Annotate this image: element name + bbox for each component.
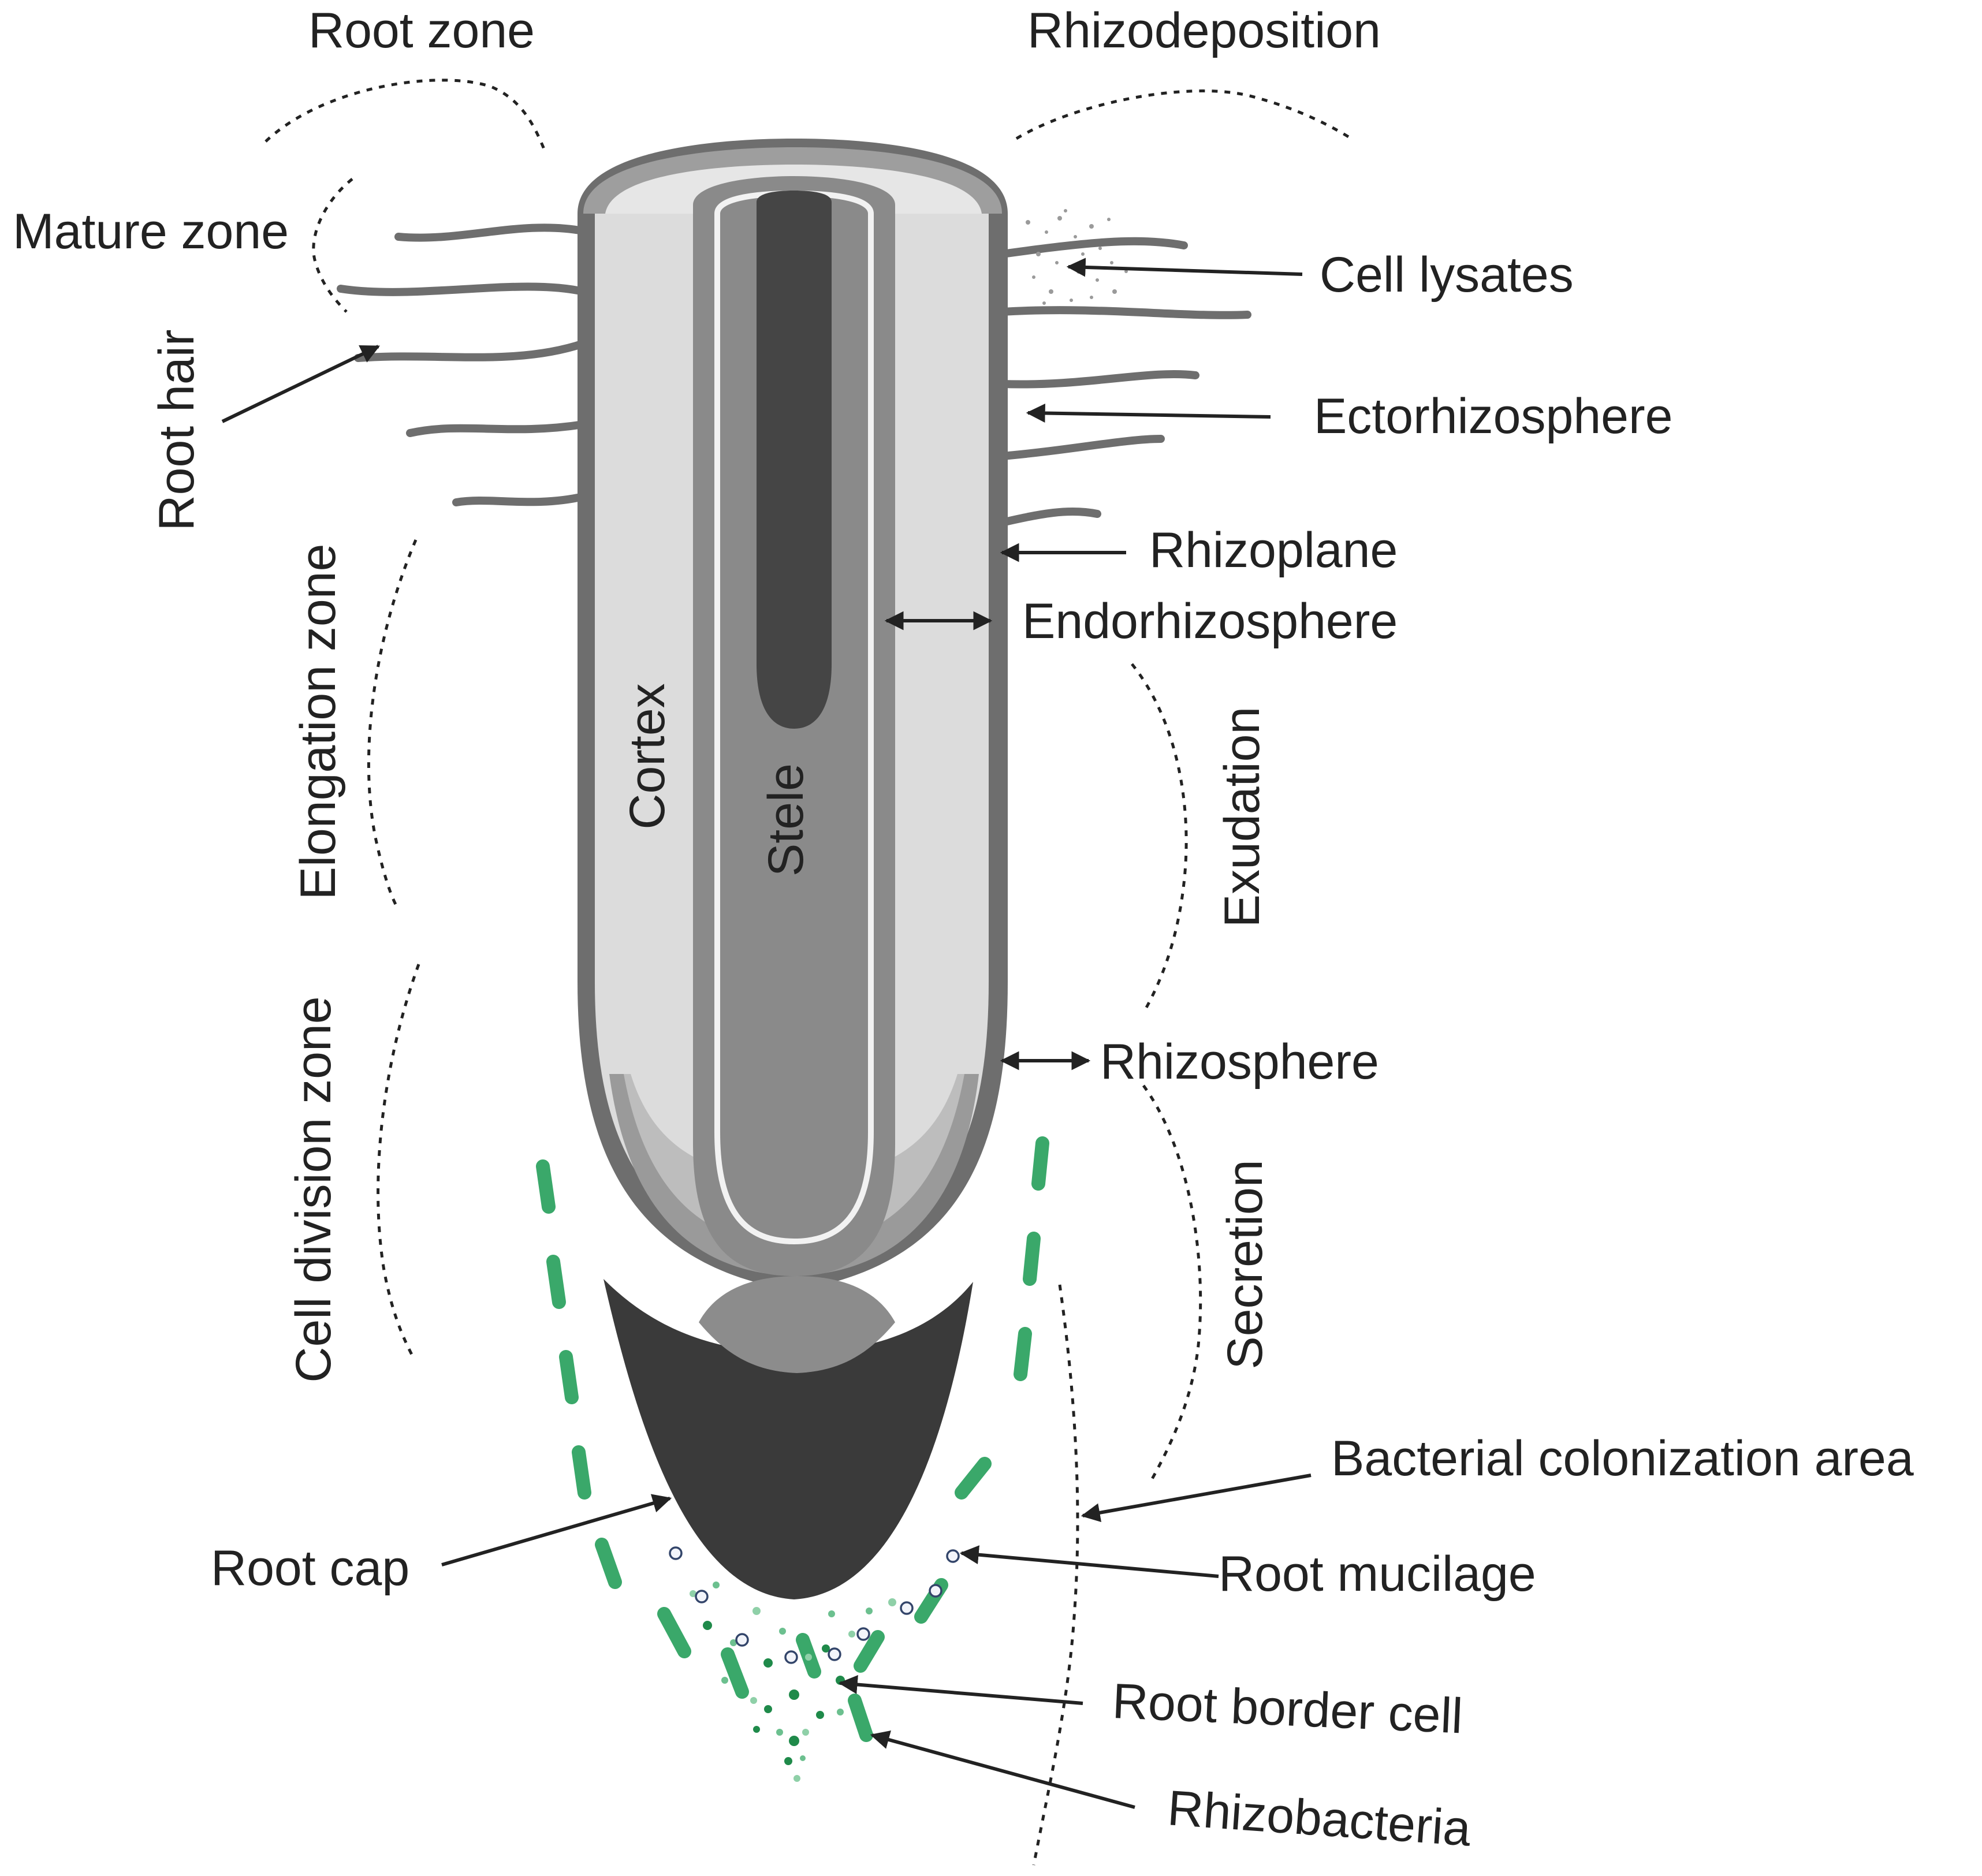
cell-lysates-arrow: [1066, 258, 1303, 277]
bacterial-colonization-area-label: Bacterial colonization area: [1331, 1431, 1914, 1486]
cell-lysates-speckles: [1026, 209, 1128, 305]
root-zone-label: Root zone: [308, 3, 535, 58]
root-hair-arrow: [221, 345, 380, 423]
rhizoplane-label: Rhizoplane: [1149, 523, 1398, 578]
ectorhizosphere-label: Ectorhizosphere: [1314, 389, 1672, 444]
root-mucilage-label: Root mucilage: [1219, 1546, 1536, 1602]
secretion-label: Secretion: [1217, 1159, 1273, 1369]
meristem: [699, 1276, 895, 1373]
cell-division-zone-arc: [377, 964, 420, 1358]
root-border-cells: [690, 1582, 896, 1782]
root-hairs-left: [337, 223, 587, 506]
root-cap-arrow: [441, 1494, 672, 1567]
rhizodeposition-label: Rhizodeposition: [1027, 3, 1381, 58]
rhizobacteria-arrow: [870, 1730, 1135, 1809]
exudation-arc: [1131, 663, 1188, 1009]
elongation-zone-arc: [367, 539, 418, 911]
cortex-label: Cortex: [620, 683, 675, 829]
exudation-label: Exudation: [1214, 707, 1270, 928]
rhizodeposition-arc: [1015, 89, 1353, 140]
root-body: [578, 139, 1008, 1599]
pointer-arrows: [221, 258, 1312, 1809]
root-hair-label: Root hair: [149, 330, 204, 531]
root-cap: [603, 1279, 973, 1599]
rhizobacteria-label: Rhizobacteria: [1166, 1780, 1473, 1856]
rhizosphere-label: Rhizosphere: [1100, 1034, 1379, 1090]
stele-label: Stele: [758, 763, 814, 877]
root-mucilage-droplets: [669, 1546, 960, 1664]
rhizobacteria-dashes: [536, 1136, 1049, 1742]
root-border-cell-label: Root border cell: [1111, 1673, 1464, 1744]
colonization-boundary: [1032, 1284, 1079, 1866]
cell-lysates-label: Cell lysates: [1320, 247, 1574, 303]
mature-zone-arc: [312, 178, 353, 313]
colonization-arrow: [1081, 1474, 1312, 1523]
endorhizosphere-label: Endorhizosphere: [1022, 594, 1398, 649]
root-zone-arc: [264, 79, 547, 154]
root-border-cell-arrow: [838, 1675, 1083, 1705]
elongation-zone-label: Elongation zone: [290, 544, 346, 900]
vascular-core: [757, 191, 832, 729]
root-hairs-right: [998, 237, 1251, 527]
secretion-arc: [1142, 1084, 1202, 1485]
root-mucilage-arrow: [959, 1545, 1219, 1578]
cell-division-zone-label: Cell division zone: [286, 996, 341, 1382]
labels: Root zone Rhizodeposition Mature zone Ro…: [13, 3, 1914, 1857]
root-cap-label: Root cap: [211, 1541, 409, 1596]
mature-zone-label: Mature zone: [13, 204, 289, 259]
ectorhizosphere-arrow: [1026, 403, 1271, 423]
